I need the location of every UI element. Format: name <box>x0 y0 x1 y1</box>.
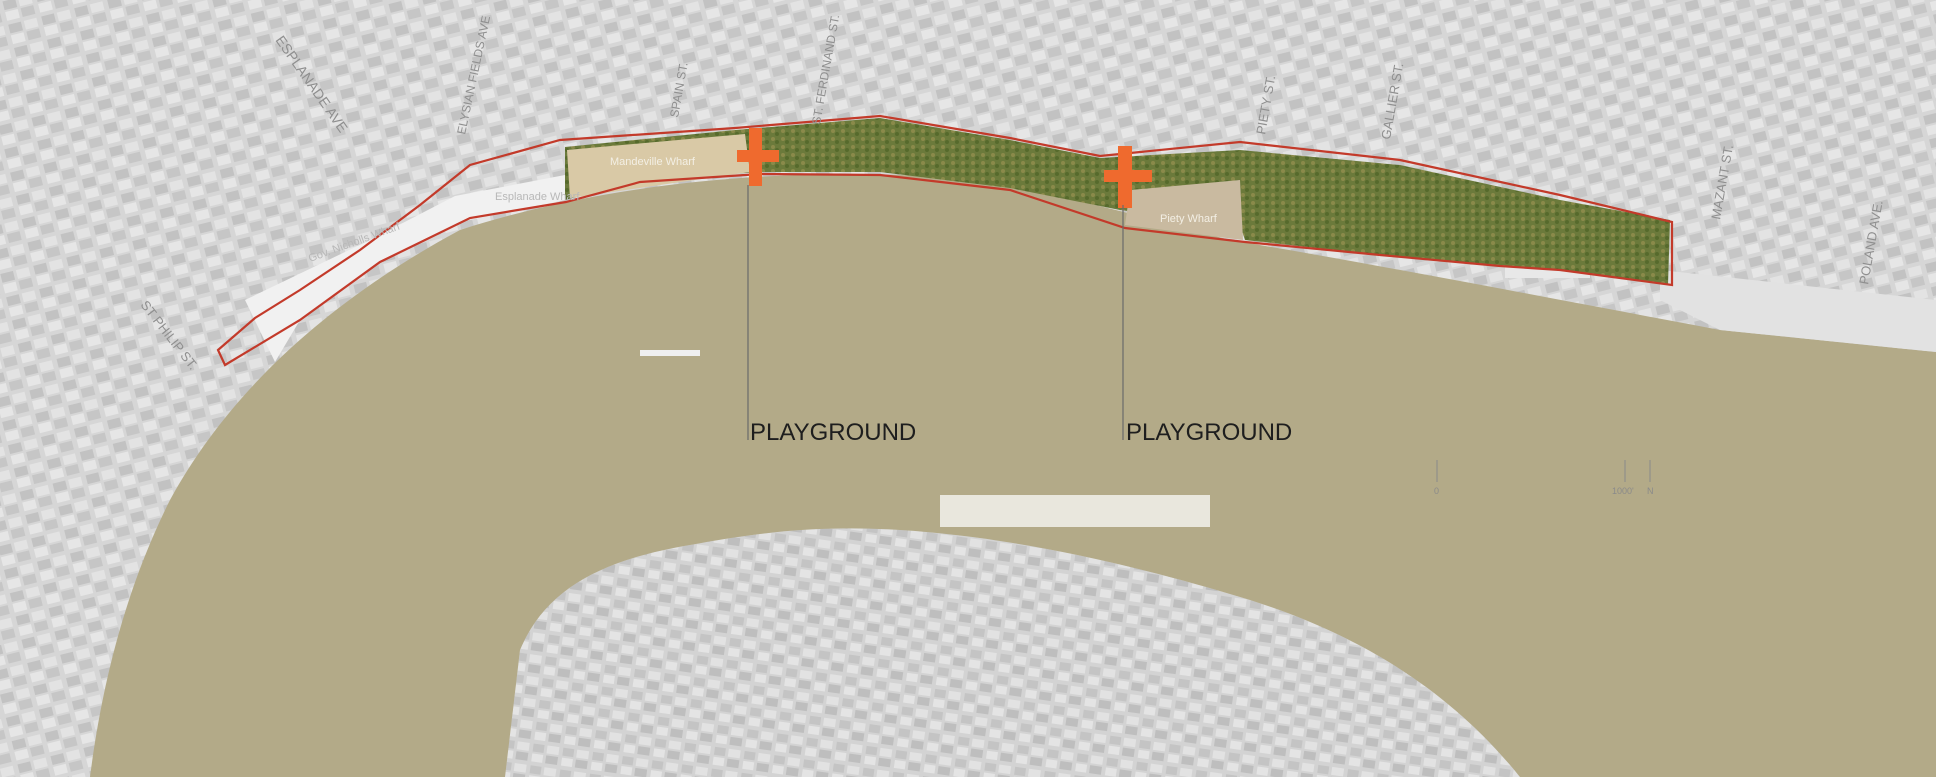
playground-label-2: PLAYGROUND <box>1126 419 1292 446</box>
playground-label-1: PLAYGROUND <box>750 419 916 446</box>
river-barge <box>640 350 700 356</box>
industrial-yard <box>1660 270 1936 352</box>
wharf-label-mandeville: Mandeville Wharf <box>610 156 696 168</box>
mississippi-river <box>90 174 1936 777</box>
wharf-label-piety: Piety Wharf <box>1160 213 1218 225</box>
scale-label-start: 0 <box>1434 486 1439 496</box>
mandeville-wharf-area <box>567 134 750 198</box>
playground-marker-1 <box>737 128 779 440</box>
crescent-park-strip <box>565 118 1670 285</box>
scale-label-end: 1000' <box>1612 486 1634 496</box>
north-arrow-label: N <box>1647 486 1654 496</box>
wharf-label-esplanade: Esplanade Wharf <box>495 191 580 203</box>
scale-bar: 0 1000' N <box>1434 460 1654 496</box>
south-bank-land <box>505 528 1520 777</box>
esplanade-wharf-shed <box>245 175 565 362</box>
project-boundary <box>216 114 1674 367</box>
south-dock <box>940 495 1210 527</box>
piety-wharf-area <box>1125 180 1243 240</box>
playground-marker-2 <box>1104 146 1152 440</box>
